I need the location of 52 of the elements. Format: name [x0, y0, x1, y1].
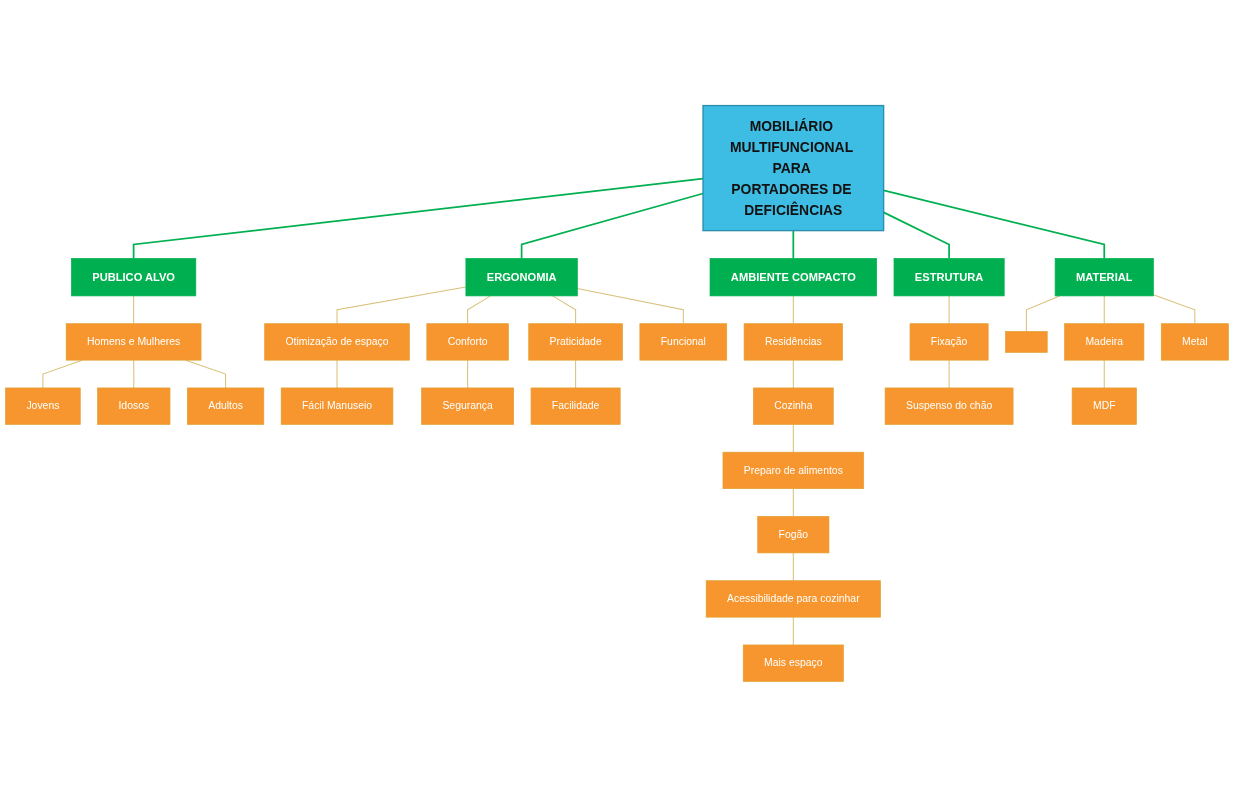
- connector: [576, 287, 684, 325]
- node-box: PUBLICO ALVO: [71, 258, 197, 297]
- node-box: Cozinha: [753, 387, 834, 425]
- node-box: Fogão: [757, 516, 830, 554]
- connector: [552, 295, 577, 325]
- connector: [1103, 359, 1105, 389]
- connector: [575, 359, 577, 389]
- node-box: Fixação: [909, 323, 989, 361]
- node-box: MATERIAL: [1054, 258, 1154, 297]
- node-box: Jovens: [5, 387, 81, 425]
- node-box: Funcional: [639, 323, 728, 361]
- node-box: Mais espaço: [742, 644, 844, 682]
- connector: [792, 616, 794, 646]
- connector: [132, 177, 704, 260]
- node-box: Metal: [1160, 323, 1229, 361]
- node-box: Otimização de espaço: [264, 323, 410, 361]
- node-box: Acessibilidade para cozinhar: [705, 580, 881, 618]
- node-box: Fácil Manuseio: [280, 387, 394, 425]
- connector: [792, 359, 794, 389]
- connector: [792, 423, 794, 453]
- connector: [792, 295, 794, 325]
- node-box: Suspenso do chão: [884, 387, 1014, 425]
- node-box: MOBILIÁRIO MULTIFUNCIONAL PARA PORTADORES DE DEFICIÊNCIAS: [702, 104, 885, 232]
- node-box: MDF: [1071, 387, 1137, 425]
- connector: [792, 229, 795, 260]
- connector: [792, 552, 794, 582]
- connector: [133, 295, 135, 325]
- node-box: Residências: [743, 323, 843, 361]
- node-box: Idosos: [97, 387, 171, 425]
- node-box: Praticidade: [528, 323, 623, 361]
- node-box: Madeira: [1064, 323, 1145, 361]
- node-box: AMBIENTE COMPACTO: [709, 258, 877, 297]
- connector: [948, 359, 950, 389]
- connector: [1103, 295, 1105, 325]
- connector: [336, 286, 467, 325]
- node-box: Preparo de alimentos: [722, 451, 865, 489]
- connector: [792, 488, 794, 517]
- node-box: ESTRUTURA: [893, 258, 1005, 297]
- connector: [467, 359, 469, 389]
- node-box: ERGONOMIA: [465, 258, 578, 297]
- connector: [336, 359, 338, 389]
- connector: [948, 295, 950, 325]
- node-box: Facilidade: [530, 387, 621, 425]
- node-box: Conforto: [426, 323, 509, 361]
- node-box: Segurança: [421, 387, 514, 425]
- connector: [133, 359, 135, 389]
- connector: [1152, 294, 1196, 325]
- connector: [520, 192, 704, 260]
- node-box: [1005, 331, 1048, 353]
- node-box: Adultos: [187, 387, 265, 425]
- connector: [467, 295, 492, 325]
- node-box: Homens e Mulheres: [65, 323, 202, 361]
